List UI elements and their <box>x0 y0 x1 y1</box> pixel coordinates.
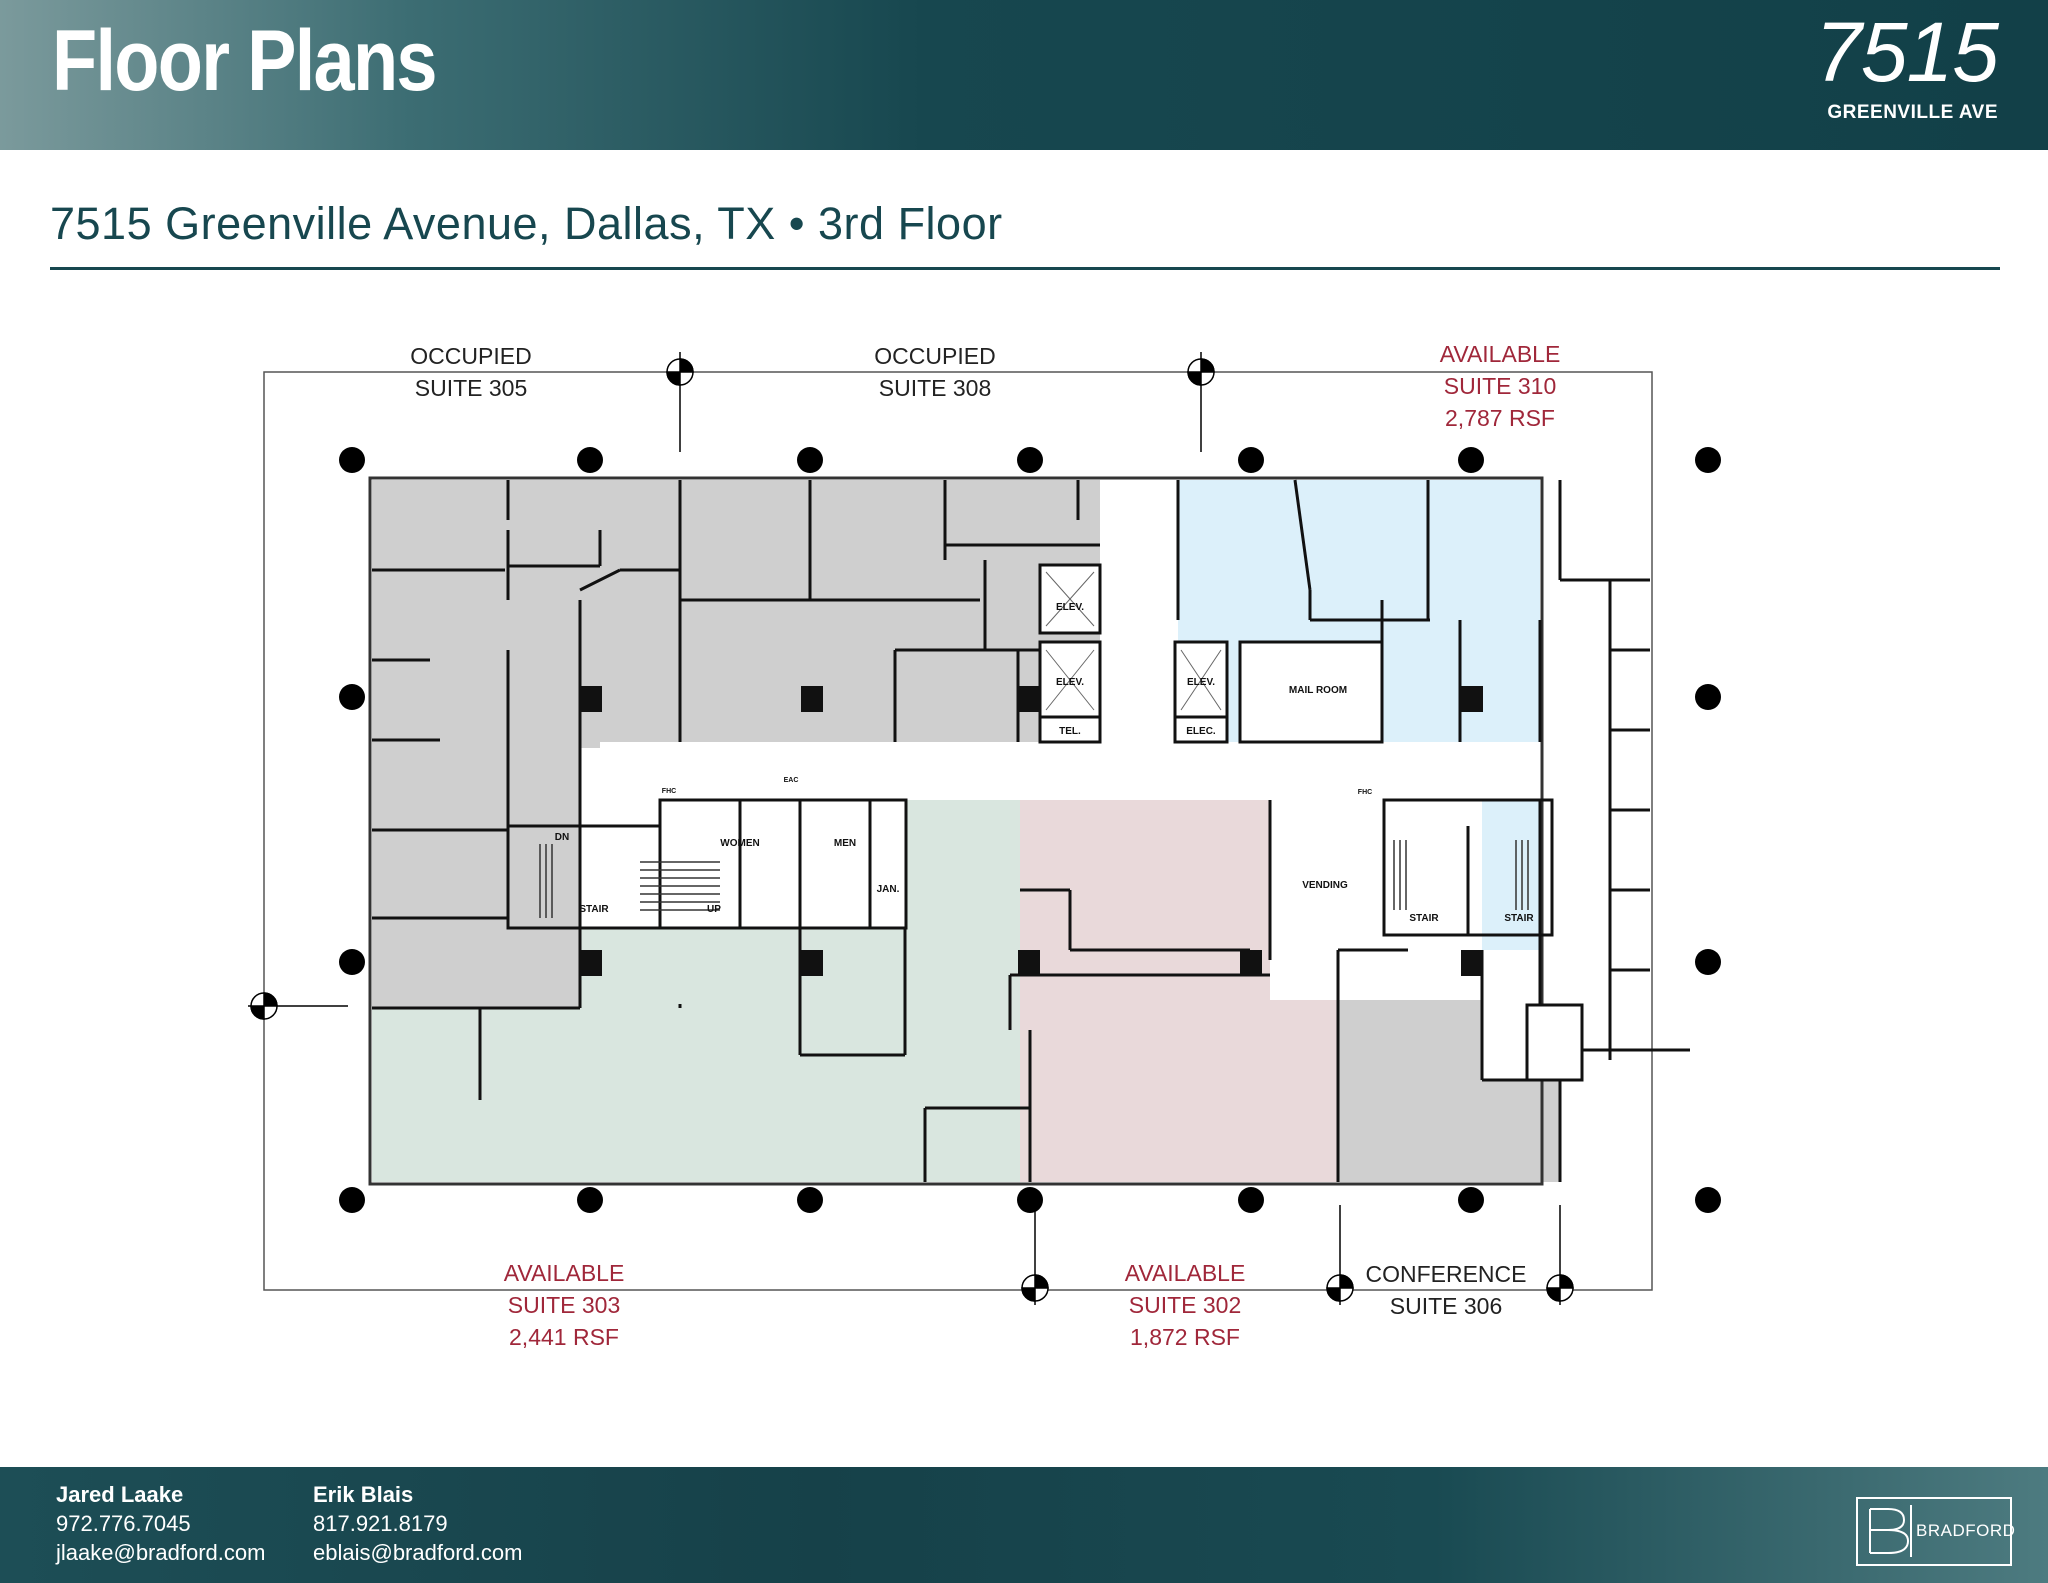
suite-303-label: AVAILABLE SUITE 303 2,441 RSF <box>434 1257 694 1353</box>
interior-walls <box>372 480 1100 1010</box>
suite-308-name: SUITE 308 <box>878 375 992 401</box>
suite-303-name: SUITE 303 <box>507 1292 621 1318</box>
stair-up-label: UP <box>707 904 721 915</box>
suite-306-label: CONFERENCE SUITE 306 <box>1316 1258 1576 1322</box>
building-logo-text: GREENVILLE AVE <box>1827 102 1998 123</box>
contact-email[interactable]: eblais@bradford.com <box>313 1540 523 1565</box>
plan-outer-boundary <box>263 371 1653 1291</box>
contact-name: Jared Laake <box>56 1482 184 1507</box>
suite-310-label: AVAILABLE SUITE 310 2,787 RSF <box>1370 338 1630 434</box>
core-elevator-lobby <box>1100 480 1178 742</box>
bradford-b-mark-icon <box>1866 1505 1912 1557</box>
stair-2-label: STAIR <box>1409 913 1439 924</box>
suite-306-name: SUITE 306 <box>1389 1293 1503 1319</box>
mail-room-box <box>1238 640 1384 744</box>
suite-310-rsf: 2,787 RSF <box>1445 405 1555 431</box>
suite-303-rsf: 2,441 RSF <box>509 1324 619 1350</box>
suite-305-name: SUITE 305 <box>414 375 528 401</box>
women-label: WOMEN <box>720 838 759 849</box>
core-corridor <box>600 742 1560 800</box>
contact-jared: Jared Laake 972.776.7045 jlaake@bradford… <box>56 1480 265 1567</box>
elec-box <box>1173 715 1229 744</box>
contact-name: Erik Blais <box>313 1482 414 1507</box>
suite-305-status: OCCUPIED <box>410 343 532 369</box>
elevator-1-label: ELEV. <box>1056 602 1084 613</box>
men-label: MEN <box>834 838 856 849</box>
janitor-label: JAN. <box>877 884 900 895</box>
suite-308-label: OCCUPIED SUITE 308 <box>805 340 1065 404</box>
mail-room-label: MAIL ROOM <box>1289 685 1347 696</box>
vending-label: VENDING <box>1302 880 1348 891</box>
stair-1-label: STAIR <box>579 904 609 915</box>
building-perimeter <box>368 476 1544 1186</box>
subtitle-rule <box>50 267 2000 270</box>
stair-3-label: STAIR <box>1504 913 1534 924</box>
bradford-logo: BRADFORD <box>1856 1497 2016 1566</box>
stair-1-box <box>506 824 662 930</box>
tel-label: TEL. <box>1059 726 1081 737</box>
contact-email[interactable]: jlaake@bradford.com <box>56 1540 266 1565</box>
floor-subtitle: 7515 Greenville Avenue, Dallas, TX • 3rd… <box>50 198 1003 249</box>
elevator-cross-marks <box>1045 571 1222 711</box>
fhc-1-label: FHC <box>662 788 676 795</box>
fhc-2-label: FHC <box>1358 789 1372 796</box>
tel-box <box>1038 715 1102 744</box>
suite-310-name: SUITE 310 <box>1443 373 1557 399</box>
core-restrooms <box>600 800 906 928</box>
contact-phone[interactable]: 972.776.7045 <box>56 1511 191 1536</box>
header-banner: Floor Plans 7515 GREENVILLE AVE <box>0 0 2048 150</box>
perimeter-columns <box>339 447 1721 1213</box>
suite-302-name: SUITE 302 <box>1128 1292 1242 1318</box>
contact-phone[interactable]: 817.921.8179 <box>313 1511 448 1536</box>
suite-306-closet <box>1525 1003 1584 1082</box>
survey-markers <box>248 352 1574 1305</box>
stair-treads <box>539 840 1529 918</box>
page-title: Floor Plans <box>52 13 438 109</box>
footer-banner <box>0 1467 2048 1583</box>
suite-306-status: CONFERENCE <box>1365 1261 1527 1287</box>
building-logo-number: 7515 <box>1815 5 1999 99</box>
stair-down-label: DN <box>555 832 569 843</box>
elec-label: ELEC. <box>1186 726 1216 737</box>
suite-308-status: OCCUPIED <box>874 343 996 369</box>
core-vending <box>1270 800 1482 1000</box>
suite-302-label: AVAILABLE SUITE 302 1,872 RSF <box>1055 1257 1315 1353</box>
suite-302-rsf: 1,872 RSF <box>1130 1324 1240 1350</box>
eac-label: EAC <box>784 777 799 784</box>
interior-columns <box>580 686 1483 976</box>
suite-303-status: AVAILABLE <box>503 1260 625 1286</box>
bradford-wordmark: BRADFORD <box>1916 1521 2016 1540</box>
suite-310-status: AVAILABLE <box>1439 341 1561 367</box>
elevator-2-label: ELEV. <box>1056 677 1084 688</box>
suite-305-label: OCCUPIED SUITE 305 <box>341 340 601 404</box>
elevator-3-label: ELEV. <box>1187 677 1215 688</box>
restroom-core <box>506 798 1554 937</box>
contact-erik: Erik Blais 817.921.8179 eblais@bradford.… <box>313 1480 522 1567</box>
suite-302-status: AVAILABLE <box>1124 1260 1246 1286</box>
